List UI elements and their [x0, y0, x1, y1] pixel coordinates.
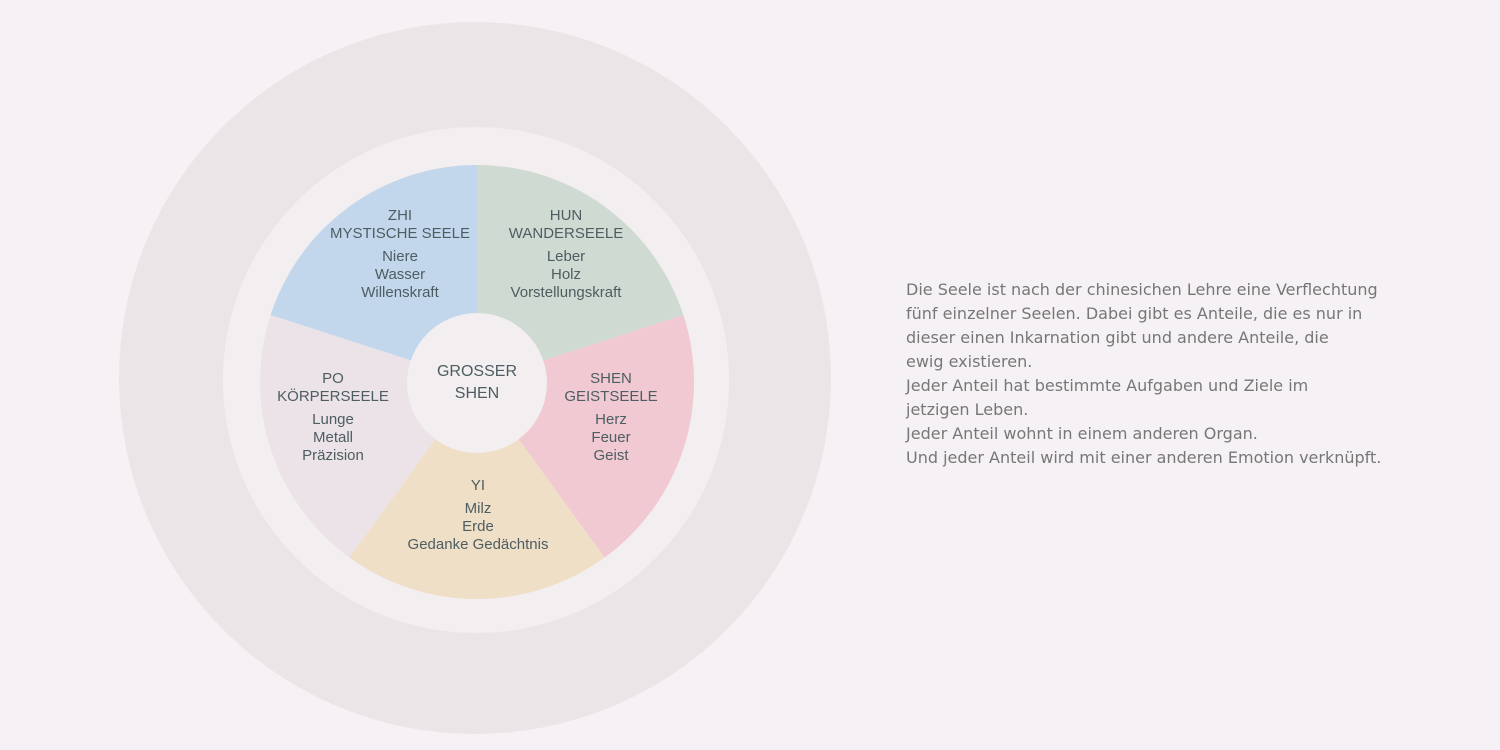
- center-label-line1: GROSSER: [437, 363, 517, 380]
- segment-name: PO: [322, 370, 344, 387]
- description-line: jetzigen Leben.: [906, 400, 1029, 419]
- segment-item: Milz: [465, 500, 492, 517]
- segment-item: Leber: [547, 248, 585, 265]
- segment-item: Metall: [313, 429, 353, 446]
- segment-item: Präzision: [302, 447, 364, 464]
- segment-yi: [349, 382, 605, 600]
- description-line: Jeder Anteil hat bestimmte Aufgaben und …: [906, 376, 1309, 395]
- segment-subtitle: WANDERSEELE: [509, 225, 623, 242]
- description-line: Und jeder Anteil wird mit einer anderen …: [906, 448, 1382, 467]
- segment-name: YI: [471, 477, 485, 494]
- segment-name: SHEN: [590, 370, 632, 387]
- description-line: dieser einen Inkarnation gibt und andere…: [906, 328, 1329, 347]
- segment-name: HUN: [550, 207, 583, 224]
- description-line: Jeder Anteil wohnt in einem anderen Orga…: [906, 424, 1258, 443]
- segment-item: Feuer: [591, 429, 630, 446]
- segment-item: Erde: [462, 518, 494, 535]
- segment-item: Vorstellungskraft: [511, 284, 623, 301]
- segment-item: Willenskraft: [361, 284, 439, 301]
- segment-hun: [477, 165, 684, 382]
- description-text: Die Seele ist nach der chinesichen Lehre…: [906, 278, 1486, 470]
- description-line: fünf einzelner Seelen. Dabei gibt es Ant…: [906, 304, 1363, 323]
- segment-item: Lunge: [312, 411, 354, 428]
- segment-item: Gedanke Gedächtnis: [408, 536, 549, 553]
- segment-subtitle: KÖRPERSEELE: [277, 387, 389, 405]
- segment-item: Niere: [382, 248, 418, 265]
- segment-subtitle: MYSTISCHE SEELE: [330, 225, 470, 242]
- center-label-line2: SHEN: [455, 385, 499, 402]
- segment-name: ZHI: [388, 207, 412, 224]
- segment-zhi: [270, 165, 477, 382]
- segment-item: Wasser: [375, 266, 425, 283]
- segment-item: Herz: [595, 411, 627, 428]
- segment-subtitle: GEISTSEELE: [564, 388, 657, 405]
- center-circle: [407, 313, 547, 453]
- segment-item: Geist: [593, 447, 629, 464]
- description-line: Die Seele ist nach der chinesichen Lehre…: [906, 280, 1378, 299]
- segment-item: Holz: [551, 266, 581, 283]
- description-line: ewig existieren.: [906, 352, 1033, 371]
